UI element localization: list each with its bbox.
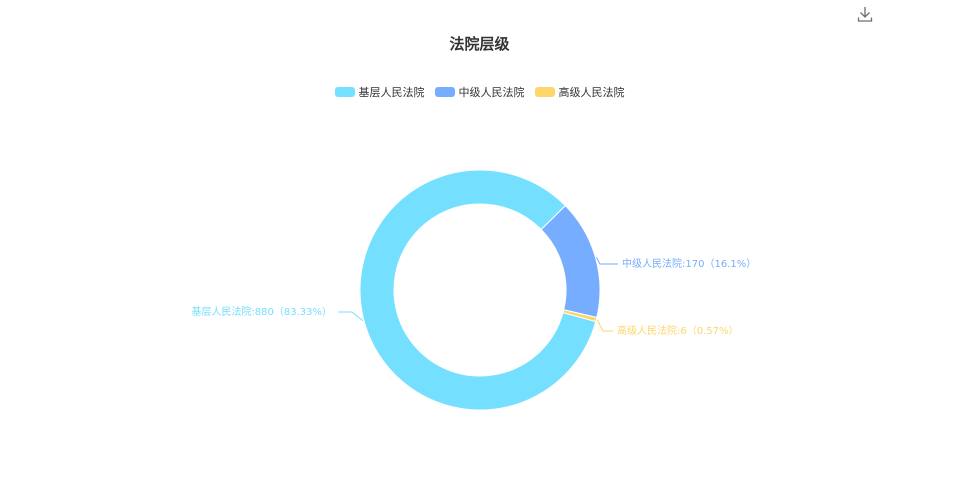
data-label-0: 基层人民法院:880（83.33%） <box>191 305 332 318</box>
label-line-0 <box>338 311 364 322</box>
label-line-1 <box>596 256 618 265</box>
legend-label-2: 高级人民法院 <box>558 86 625 99</box>
download-icon[interactable] <box>855 4 875 24</box>
legend-swatch-2 <box>534 87 555 97</box>
label-line-2 <box>596 319 613 332</box>
legend-item-2[interactable]: 高级人民法院 <box>534 84 625 100</box>
legend-item-1[interactable]: 中级人民法院 <box>434 84 525 100</box>
legend-swatch-0 <box>334 87 355 97</box>
legend-item-0[interactable]: 基层人民法院 <box>334 84 425 100</box>
pie-slice-1[interactable] <box>540 204 601 319</box>
legend-label-0: 基层人民法院 <box>358 86 425 99</box>
legend-label-1: 中级人民法院 <box>458 86 525 99</box>
data-label-2: 高级人民法院:6（0.57%） <box>617 324 739 337</box>
chart-title: 法院层级 <box>449 35 510 53</box>
pie-slice-0[interactable] <box>359 169 597 411</box>
legend-swatch-1 <box>434 87 455 97</box>
chart-legend: 基层人民法院 中级人民法院 高级人民法院 <box>0 84 959 100</box>
data-label-1: 中级人民法院:170（16.1%） <box>622 257 756 270</box>
